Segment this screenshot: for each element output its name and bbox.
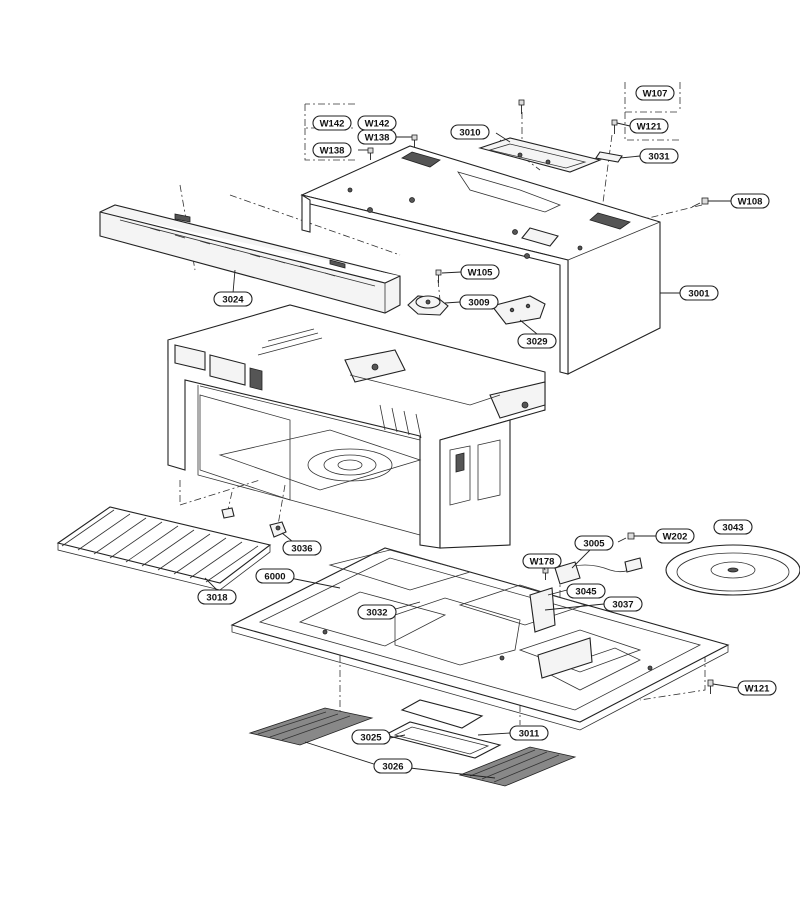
svg-text:3025: 3025 <box>360 733 382 744</box>
svg-text:W138: W138 <box>320 146 345 157</box>
svg-text:3001: 3001 <box>688 289 710 300</box>
callout-3001: 3001 <box>679 285 719 301</box>
callout-3025: 3025 <box>351 729 391 745</box>
callout-3037: 3037 <box>603 596 643 612</box>
svg-text:3043: 3043 <box>722 523 743 534</box>
screw-icon <box>367 147 374 160</box>
control-panel <box>99 204 401 314</box>
svg-text:3018: 3018 <box>206 593 227 604</box>
svg-text:W107: W107 <box>643 89 668 100</box>
callout-W108: W108 <box>730 193 770 209</box>
screws <box>367 99 714 694</box>
callout-W178: W178 <box>522 553 562 569</box>
callout-W142-right: W142 <box>357 115 397 131</box>
svg-text:3010: 3010 <box>459 128 480 139</box>
callout-3010: 3010 <box>450 124 490 140</box>
svg-text:W121: W121 <box>745 684 771 695</box>
svg-text:3026: 3026 <box>382 762 403 773</box>
svg-text:W138: W138 <box>365 133 390 144</box>
top-panel-assembly <box>478 137 623 173</box>
svg-text:3037: 3037 <box>612 600 633 611</box>
callout-W121-bottom: W121 <box>737 680 777 696</box>
callout-3024: 3024 <box>213 291 253 307</box>
callout-W202: W202 <box>655 528 695 544</box>
callout-W107: W107 <box>635 85 675 101</box>
coupler <box>221 507 287 538</box>
callout-3026: 3026 <box>373 758 413 774</box>
svg-text:3005: 3005 <box>583 539 605 550</box>
svg-text:3009: 3009 <box>468 298 489 309</box>
control-panel-vents <box>149 227 336 277</box>
svg-text:W142: W142 <box>320 119 345 130</box>
callout-W138-left: W138 <box>312 142 352 158</box>
rack <box>56 506 272 591</box>
callout-W138-right: W138 <box>357 129 397 145</box>
turntable-tray <box>665 544 800 596</box>
fan-motor <box>407 295 449 316</box>
callout-W105: W105 <box>460 264 500 280</box>
oven-cavity-chassis <box>167 304 546 549</box>
callout-3031: 3031 <box>639 148 679 164</box>
screw-icon <box>611 119 618 134</box>
callout-3018: 3018 <box>197 589 237 605</box>
outer-case <box>300 145 661 375</box>
svg-text:W105: W105 <box>468 268 494 279</box>
callout-6000: 6000 <box>255 568 295 584</box>
callout-3032: 3032 <box>357 604 397 620</box>
callout-3005: 3005 <box>574 535 614 551</box>
callouts: 3001 3005 3009 3010 3011 3018 3024 3025 … <box>197 85 777 774</box>
svg-text:W178: W178 <box>530 557 555 568</box>
svg-text:3011: 3011 <box>519 729 540 740</box>
callout-3036: 3036 <box>282 540 322 556</box>
svg-text:3029: 3029 <box>526 337 547 348</box>
callout-W121-top: W121 <box>629 118 669 134</box>
callout-3043: 3043 <box>713 519 753 535</box>
screw-icon <box>542 567 549 580</box>
screw-icon <box>707 679 714 694</box>
callout-3029: 3029 <box>517 333 557 349</box>
callout-3011: 3011 <box>509 725 549 741</box>
svg-text:6000: 6000 <box>264 572 285 583</box>
screw-icon <box>518 99 525 114</box>
wire-harness <box>554 557 643 585</box>
svg-text:3032: 3032 <box>366 608 387 619</box>
callout-W142-left: W142 <box>312 115 352 131</box>
svg-text:3036: 3036 <box>291 544 312 555</box>
svg-text:3031: 3031 <box>648 152 670 163</box>
svg-text:3045: 3045 <box>575 587 597 598</box>
mounting-bracket <box>491 295 546 325</box>
screw-icon <box>617 532 635 543</box>
svg-text:W121: W121 <box>637 122 663 133</box>
svg-text:3024: 3024 <box>222 295 244 306</box>
svg-text:W108: W108 <box>738 197 763 208</box>
bottom-cover <box>383 699 502 759</box>
screw-icon <box>411 134 418 147</box>
grease-filters <box>248 707 577 787</box>
callout-3009: 3009 <box>459 294 499 310</box>
svg-text:W142: W142 <box>365 119 390 130</box>
callout-3045: 3045 <box>566 583 606 599</box>
base-plate <box>230 547 730 731</box>
svg-text:W202: W202 <box>663 532 688 543</box>
screw-icon <box>435 269 442 283</box>
